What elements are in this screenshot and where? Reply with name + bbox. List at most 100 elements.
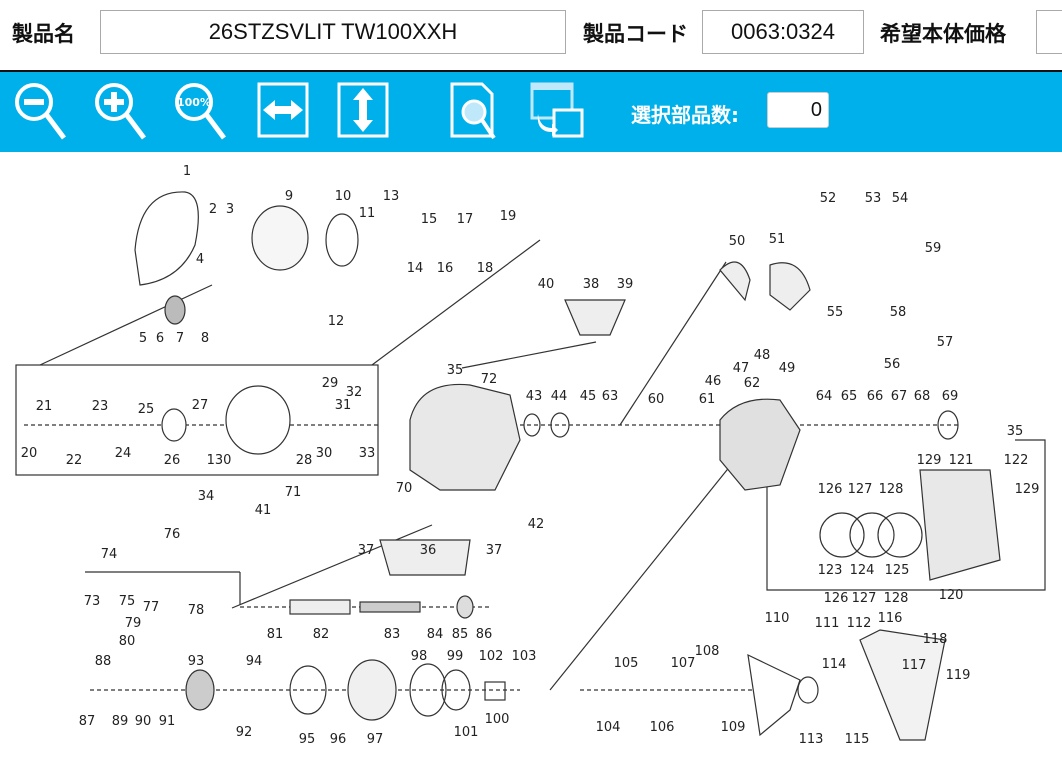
part-label-107[interactable]: 107 [671, 656, 696, 671]
part-label-24[interactable]: 24 [115, 446, 132, 461]
part-label-104[interactable]: 104 [596, 720, 621, 735]
part-label-88[interactable]: 88 [95, 654, 112, 669]
part-label-66[interactable]: 66 [867, 389, 884, 404]
part-label-26[interactable]: 26 [164, 453, 181, 468]
part-label-91[interactable]: 91 [159, 714, 176, 729]
part-label-55[interactable]: 55 [827, 305, 844, 320]
part-label-105[interactable]: 105 [614, 656, 639, 671]
part-label-71[interactable]: 71 [285, 485, 302, 500]
part-label-4[interactable]: 4 [196, 252, 204, 267]
part-label-72[interactable]: 72 [481, 372, 498, 387]
part-label-82[interactable]: 82 [313, 627, 330, 642]
part-label-36[interactable]: 36 [420, 543, 437, 558]
part-label-118[interactable]: 118 [923, 632, 948, 647]
part-label-8[interactable]: 8 [201, 331, 209, 346]
part-label-45[interactable]: 45 [580, 389, 597, 404]
part-label-70[interactable]: 70 [396, 481, 413, 496]
part-label-6[interactable]: 6 [156, 331, 164, 346]
part-label-117[interactable]: 117 [902, 658, 927, 673]
part-label-127[interactable]: 127 [852, 591, 877, 606]
part-label-113[interactable]: 113 [799, 732, 824, 747]
part-label-73[interactable]: 73 [84, 594, 101, 609]
part-label-98[interactable]: 98 [411, 649, 428, 664]
part-label-109[interactable]: 109 [721, 720, 746, 735]
part-label-34[interactable]: 34 [198, 489, 215, 504]
part-label-11[interactable]: 11 [359, 206, 376, 221]
part-label-37[interactable]: 37 [358, 543, 375, 558]
preview-button[interactable] [448, 80, 506, 144]
part-label-19[interactable]: 19 [500, 209, 517, 224]
part-label-96[interactable]: 96 [330, 732, 347, 747]
part-label-46[interactable]: 46 [705, 374, 722, 389]
part-label-87[interactable]: 87 [79, 714, 96, 729]
part-label-126[interactable]: 126 [818, 482, 843, 497]
part-label-115[interactable]: 115 [845, 732, 870, 747]
part-label-128[interactable]: 128 [884, 591, 909, 606]
part-label-13[interactable]: 13 [383, 189, 400, 204]
part-label-41[interactable]: 41 [255, 503, 272, 518]
part-label-47[interactable]: 47 [733, 361, 750, 376]
part-label-110[interactable]: 110 [765, 611, 790, 626]
part-label-35[interactable]: 35 [447, 363, 464, 378]
part-label-103[interactable]: 103 [512, 649, 537, 664]
part-label-80[interactable]: 80 [119, 634, 136, 649]
part-label-86[interactable]: 86 [476, 627, 493, 642]
part-label-18[interactable]: 18 [477, 261, 494, 276]
part-label-57[interactable]: 57 [937, 335, 954, 350]
part-label-53[interactable]: 53 [865, 191, 882, 206]
part-label-60[interactable]: 60 [648, 392, 665, 407]
part-label-101[interactable]: 101 [454, 725, 479, 740]
part-label-49[interactable]: 49 [779, 361, 796, 376]
part-label-58[interactable]: 58 [890, 305, 907, 320]
part-label-15[interactable]: 15 [421, 212, 438, 227]
part-label-94[interactable]: 94 [246, 654, 263, 669]
part-label-40[interactable]: 40 [538, 277, 555, 292]
part-label-95[interactable]: 95 [299, 732, 316, 747]
part-label-125[interactable]: 125 [885, 563, 910, 578]
part-label-128[interactable]: 128 [879, 482, 904, 497]
part-label-5[interactable]: 5 [139, 331, 147, 346]
part-label-30[interactable]: 30 [316, 446, 333, 461]
part-label-124[interactable]: 124 [850, 563, 875, 578]
part-label-129[interactable]: 129 [917, 453, 942, 468]
part-label-90[interactable]: 90 [135, 714, 152, 729]
part-label-27[interactable]: 27 [192, 398, 209, 413]
part-label-79[interactable]: 79 [125, 616, 142, 631]
part-label-33[interactable]: 33 [359, 446, 376, 461]
part-label-12[interactable]: 12 [328, 314, 345, 329]
part-label-100[interactable]: 100 [485, 712, 510, 727]
part-label-97[interactable]: 97 [367, 732, 384, 747]
part-label-42[interactable]: 42 [528, 517, 545, 532]
part-label-39[interactable]: 39 [617, 277, 634, 292]
part-label-31[interactable]: 31 [335, 398, 352, 413]
zoom-in-button[interactable] [92, 80, 150, 144]
part-label-37[interactable]: 37 [486, 543, 503, 558]
part-label-61[interactable]: 61 [699, 392, 716, 407]
part-label-83[interactable]: 83 [384, 627, 401, 642]
part-label-67[interactable]: 67 [891, 389, 908, 404]
part-label-25[interactable]: 25 [138, 402, 155, 417]
part-label-17[interactable]: 17 [457, 212, 474, 227]
part-label-122[interactable]: 122 [1004, 453, 1029, 468]
part-label-22[interactable]: 22 [66, 453, 83, 468]
part-label-76[interactable]: 76 [164, 527, 181, 542]
part-label-2[interactable]: 2 [209, 202, 217, 217]
selected-count-field[interactable]: 0 [767, 92, 829, 128]
part-label-54[interactable]: 54 [892, 191, 909, 206]
part-label-130[interactable]: 130 [207, 453, 232, 468]
part-label-43[interactable]: 43 [526, 389, 543, 404]
part-label-81[interactable]: 81 [267, 627, 284, 642]
part-label-10[interactable]: 10 [335, 189, 352, 204]
part-label-64[interactable]: 64 [816, 389, 833, 404]
part-label-62[interactable]: 62 [744, 376, 761, 391]
part-label-77[interactable]: 77 [143, 600, 160, 615]
part-label-92[interactable]: 92 [236, 725, 253, 740]
part-label-51[interactable]: 51 [769, 232, 786, 247]
part-label-7[interactable]: 7 [176, 331, 184, 346]
part-label-111[interactable]: 111 [815, 616, 840, 631]
part-label-23[interactable]: 23 [92, 399, 109, 414]
part-label-65[interactable]: 65 [841, 389, 858, 404]
part-label-35[interactable]: 35 [1007, 424, 1024, 439]
zoom-100-button[interactable]: 100% [172, 80, 230, 144]
part-label-119[interactable]: 119 [946, 668, 971, 683]
